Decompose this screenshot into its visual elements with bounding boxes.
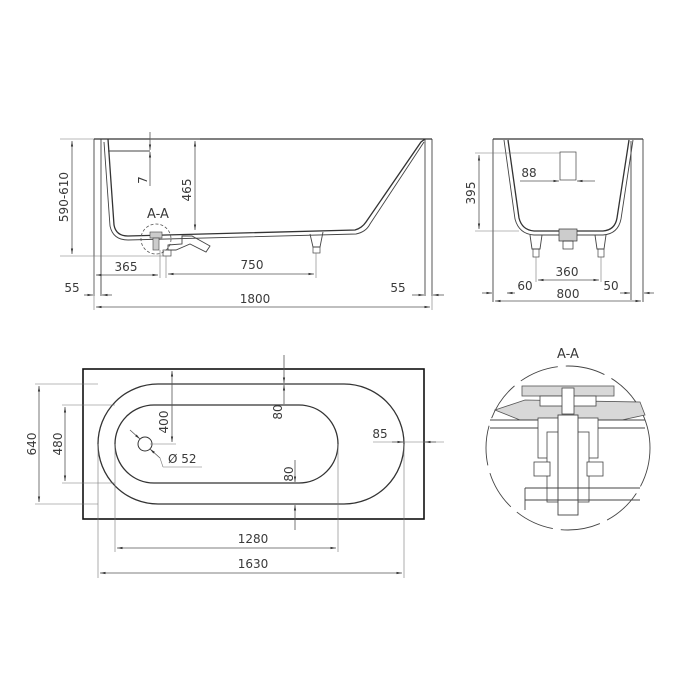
dim-height-total: 590-610 [57, 172, 71, 222]
dim-left-overhang: 55 [64, 281, 79, 295]
side-view: 590-610 7 465 A-A 365 750 55 55 1800 [57, 132, 444, 310]
dim-right-offset: 50 [603, 279, 618, 293]
dim-drain-offset: 365 [115, 260, 138, 274]
dim-outer-width: 640 [25, 433, 39, 456]
dim-right-overhang: 55 [390, 281, 405, 295]
dim-rim-thickness: 7 [136, 176, 150, 184]
dim-rim-bottom: 80 [282, 466, 296, 481]
top-view: Ø 52 640 480 400 80 80 85 1280 [25, 355, 444, 578]
dim-end-width: 800 [557, 287, 580, 301]
dim-drain-to-edge: 400 [157, 411, 171, 434]
dim-drain-diameter: Ø 52 [168, 452, 197, 466]
dim-end-foot-spacing: 360 [556, 265, 579, 279]
detail-label: A-A [557, 347, 579, 362]
end-view: 395 88 360 60 50 800 [464, 138, 654, 303]
dim-inner-width: 480 [51, 433, 65, 456]
dim-length: 1800 [240, 292, 271, 306]
dim-rim-top: 80 [271, 404, 285, 419]
dim-foot-spacing: 750 [241, 258, 264, 272]
dim-end-offset: 85 [372, 427, 387, 441]
dim-end-depth: 395 [464, 182, 478, 205]
dim-overflow-width: 88 [521, 166, 536, 180]
dim-left-offset: 60 [517, 279, 532, 293]
detail-view-a-a: A-A [485, 347, 651, 531]
dim-inner-length: 1280 [238, 532, 269, 546]
dim-outer-length: 1630 [238, 557, 269, 571]
dim-inner-depth: 465 [180, 179, 194, 202]
section-label-side: A-A [147, 207, 169, 222]
